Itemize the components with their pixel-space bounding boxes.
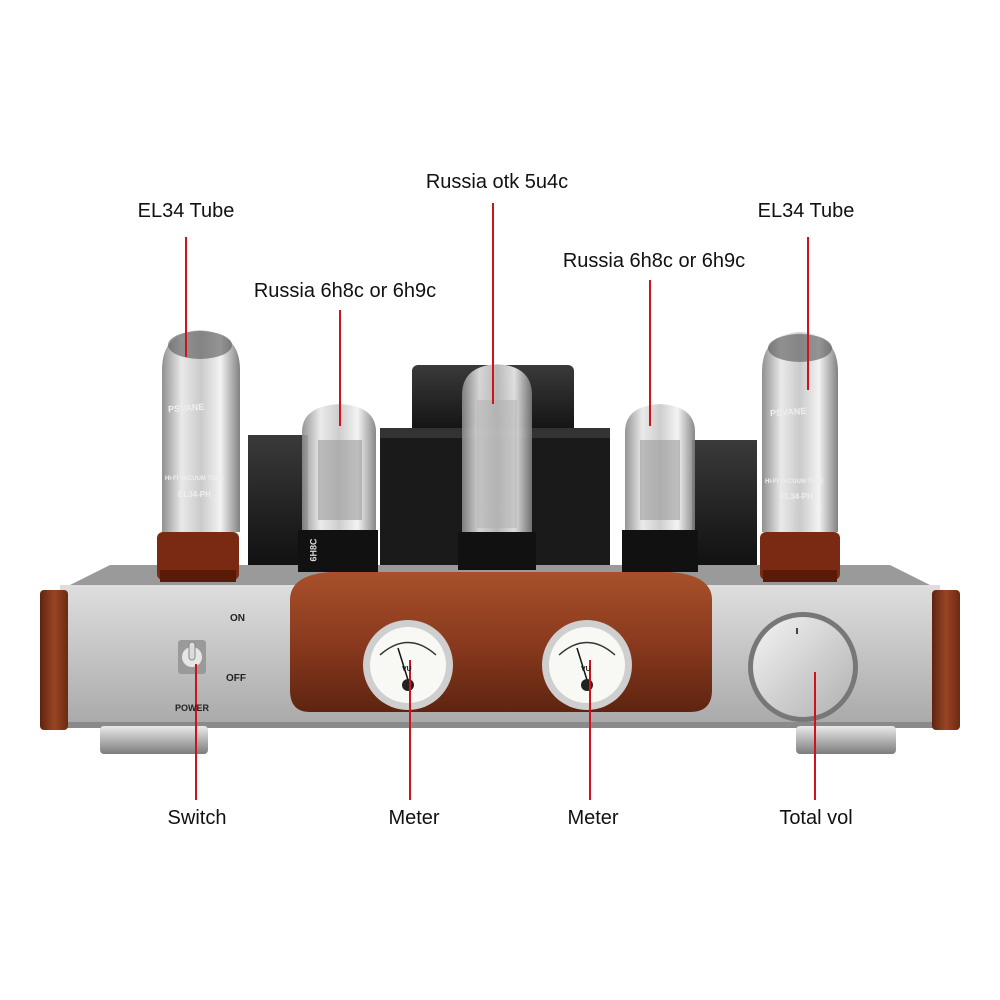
power-label: POWER	[175, 703, 210, 713]
tube-el34-right	[760, 332, 840, 582]
foot-left	[100, 726, 208, 754]
tube-6h8c-right	[622, 404, 698, 572]
meter-left-unit: VU	[402, 666, 412, 673]
meter-right-dial	[542, 620, 632, 710]
tube-base-marking: 6H8C	[308, 538, 319, 562]
meter-left-dial	[363, 620, 453, 710]
callout-lines	[185, 203, 816, 800]
tube-left-subtitle: HI-FI VACUUM TUBE	[165, 476, 224, 482]
wood-side-right	[932, 590, 960, 730]
wood-side-left	[40, 590, 68, 730]
tube-left-model: EL34-PH	[178, 490, 211, 499]
label-meter-left: Meter	[388, 807, 440, 829]
tube-5u4c-center	[458, 364, 536, 570]
tube-el34-left	[157, 330, 240, 582]
label-meter-right: Meter	[567, 807, 619, 829]
wood-meter-bridge	[290, 572, 712, 712]
tube-right-model: EL34-PH	[780, 492, 813, 501]
label-6h8c-right: Russia 6h8c or 6h9c	[562, 250, 746, 272]
switch-off-label: OFF	[226, 673, 246, 684]
tube-right-subtitle: HI-FI VACUUM TUBE	[765, 479, 824, 485]
label-5u4c: Russia otk 5u4c	[425, 171, 569, 193]
label-el34-right: EL34 Tube	[757, 200, 855, 222]
foot-right	[796, 726, 896, 754]
tube-6h8c-left	[298, 404, 378, 572]
label-total-vol: Total vol	[779, 807, 853, 829]
switch-on-label: ON	[230, 613, 245, 624]
label-switch: Switch	[167, 807, 227, 829]
meter-right-unit: VU	[581, 666, 591, 673]
power-toggle-switch	[178, 640, 206, 674]
transformer-right	[692, 440, 757, 565]
label-el34-left: EL34 Tube	[137, 200, 235, 222]
volume-knob	[748, 612, 858, 722]
label-6h8c-left: Russia 6h8c or 6h9c	[253, 280, 437, 302]
